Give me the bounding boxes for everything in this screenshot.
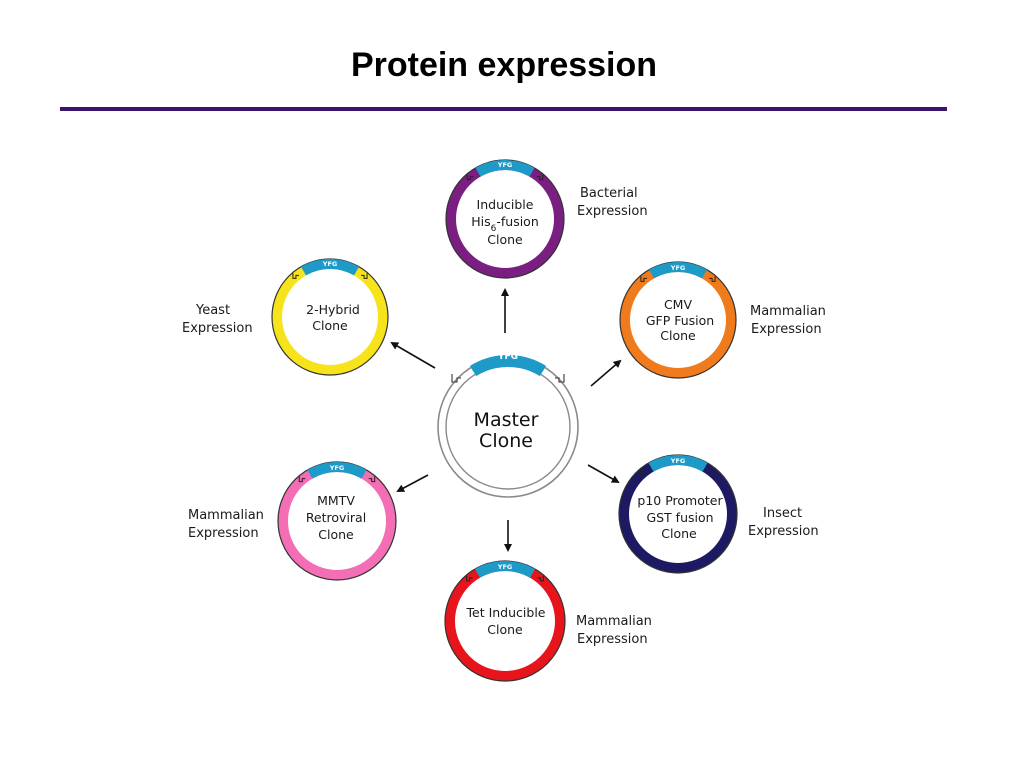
- plasmid-gene-segment: [307, 462, 367, 479]
- plasmid-text-line2: GFP Fusion: [646, 313, 714, 328]
- plasmid-text-line1: MMTV: [317, 493, 355, 508]
- plasmid-gene-label: YFG: [329, 464, 344, 472]
- plasmid-text-line1: p10 Promoter: [637, 493, 723, 508]
- plasmid-gene-label: YFG: [497, 563, 512, 571]
- plasmid-text-line2: Clone: [487, 622, 523, 637]
- plasmid-insect: YFG p10 Promoter GST fusion Clone Insect…: [618, 454, 819, 574]
- plasmid-bacterial: YFG Inducible His6-fusion Clone Bacteria…: [445, 159, 648, 279]
- plasmid-text-line2: His6-fusion: [471, 214, 539, 234]
- plasmid-gene-label: YFG: [670, 264, 685, 272]
- promoter-glyph: [298, 476, 376, 483]
- expression-label-line2: Expression: [751, 322, 822, 337]
- arrow-to-mmtv: [396, 474, 429, 492]
- plasmid-mammalian-tet: YFG Tet Inducible Clone Mammalian Expres…: [444, 560, 652, 682]
- master-gene-label: YFG: [497, 352, 518, 362]
- plasmid-text-line1: CMV: [664, 297, 693, 312]
- plasmid-ring: [272, 259, 388, 375]
- plasmid-gene-segment: [475, 561, 535, 578]
- plasmid-text-line3: Clone: [660, 328, 696, 343]
- plasmid-gene-label: YFG: [670, 457, 685, 465]
- plasmid-gene-segment: [301, 259, 359, 276]
- plasmid-outline: [445, 159, 565, 279]
- arrow-to-yeast: [390, 341, 436, 369]
- promoter-glyph: [466, 575, 544, 582]
- expression-label-line1: Bacterial: [580, 186, 638, 201]
- master-promoter-right: [555, 374, 565, 383]
- plasmid-gene-label: YFG: [497, 161, 512, 169]
- expression-label-line1: Yeast: [195, 303, 230, 318]
- expression-label-line1: Mammalian: [188, 508, 264, 523]
- page-title: Protein expression: [350, 46, 658, 84]
- master-clone: YFG Master Clone: [437, 352, 579, 498]
- expression-label-line2: Expression: [182, 321, 253, 336]
- expression-label-line2: Expression: [577, 204, 648, 219]
- plasmid-yeast: YFG 2-Hybrid Clone Yeast Expression: [182, 258, 389, 376]
- expression-label-line2: Expression: [577, 632, 648, 647]
- arrow-to-insect: [587, 464, 620, 483]
- plasmid-text-line1: Inducible: [477, 197, 534, 212]
- expression-label-line1: Mammalian: [576, 614, 652, 629]
- arrow-to-cmv: [590, 359, 622, 387]
- plasmid-gene-label: YFG: [322, 260, 337, 268]
- arrows: [390, 288, 622, 552]
- plasmid-text-line1: Tet Inducible: [466, 605, 546, 620]
- promoter-glyph: [292, 273, 368, 279]
- plasmid-text-line2: Retroviral: [306, 510, 366, 525]
- plasmid-gene-segment: [649, 262, 707, 279]
- plasmid-mammalian-cmv: YFG CMV GFP Fusion Clone Mammalian Expre…: [619, 261, 826, 379]
- plasmid-gene-segment: [475, 160, 535, 177]
- promoter-glyph: [640, 276, 716, 282]
- plasmid-text-line2: Clone: [312, 318, 348, 333]
- master-label-line2: Clone: [479, 430, 533, 452]
- plasmid-gene-segment: [648, 455, 708, 472]
- expression-label-line1: Insect: [763, 506, 802, 521]
- promoter-glyph: [639, 469, 717, 476]
- plasmid-ring: [445, 561, 565, 681]
- plasmid-text-line3: Clone: [318, 527, 354, 542]
- promoter-glyph: [466, 174, 544, 181]
- plasmid-text-line2: GST fusion: [646, 510, 713, 525]
- plasmid-mammalian-mmtv: YFG MMTV Retroviral Clone Mammalian Expr…: [188, 461, 397, 581]
- plasmid-text-line3: Clone: [661, 526, 697, 541]
- expression-label-line2: Expression: [188, 526, 259, 541]
- master-gene-segment: [469, 355, 547, 377]
- plasmid-text-line3: Clone: [487, 232, 523, 247]
- expression-label-line2: Expression: [748, 524, 819, 539]
- master-promoter-left: [451, 374, 461, 383]
- title-divider: [60, 107, 947, 111]
- master-label-line1: Master: [474, 409, 539, 431]
- expression-label-line1: Mammalian: [750, 304, 826, 319]
- plasmid-text-line1: 2-Hybrid: [306, 302, 360, 317]
